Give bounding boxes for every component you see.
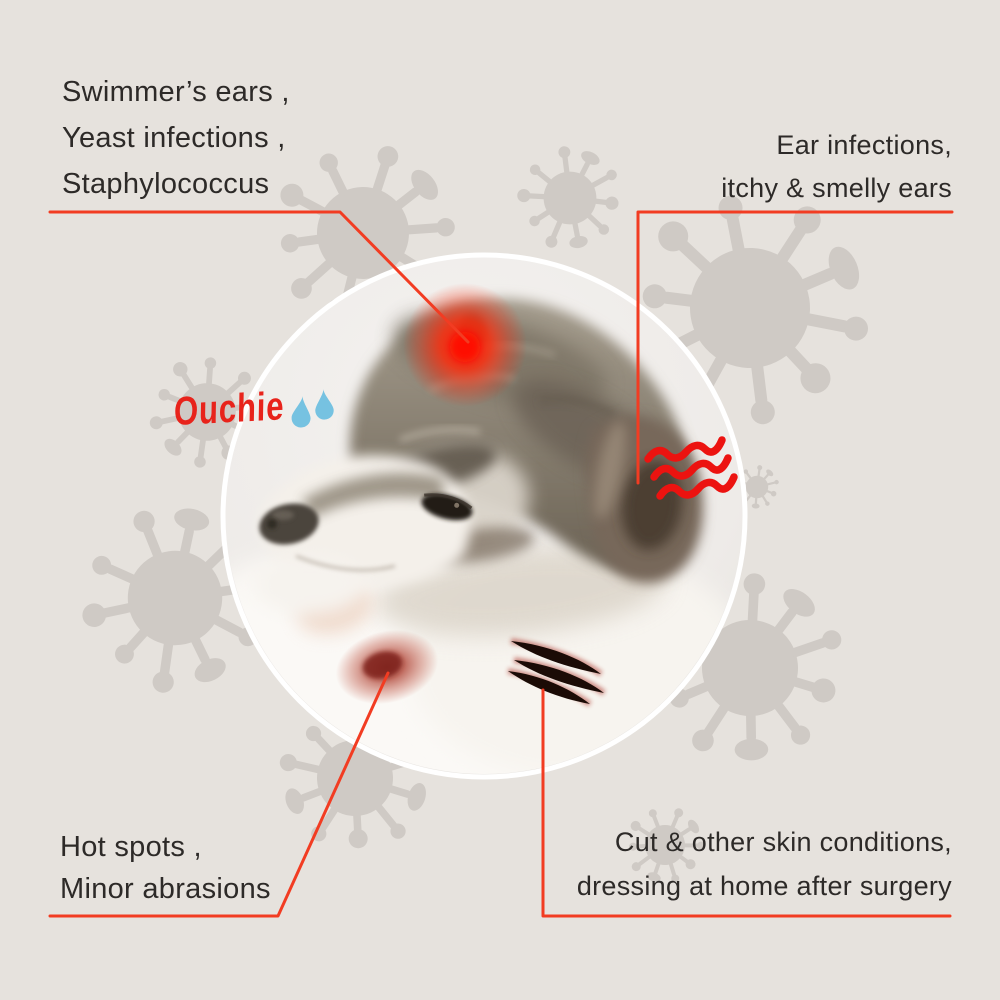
puppy-nose [259, 503, 319, 545]
annotation-line: itchy & smelly ears [721, 173, 952, 203]
ouchie-label: Ouchie [173, 384, 285, 435]
annotation-top-left: Swimmer’s ears , Yeast infections , Stap… [62, 69, 290, 207]
callout-line-bottom-left [48, 671, 390, 918]
annotation-line: Ear infections, [776, 130, 952, 160]
sore-spot-glow-icon [403, 283, 527, 407]
callout-line-bottom-right [541, 688, 952, 918]
annotation-line: Cut & other skin conditions, [614, 827, 952, 857]
annotation-top-right: Ear infections, itchy & smelly ears [721, 124, 952, 210]
hot-spot-icon [335, 629, 439, 705]
annotation-bottom-right: Cut & other skin conditions, dressing at… [577, 820, 952, 908]
callout-line-top-left [48, 210, 470, 344]
annotation-line: dressing at home after surgery [576, 871, 952, 901]
puppy-muzzle [255, 455, 470, 615]
scratch-marks-icon [507, 638, 606, 707]
annotation-line: Swimmer’s ears , [62, 76, 290, 108]
annotation-bottom-left: Hot spots , Minor abrasions [60, 826, 271, 910]
tear-drops-icon [291, 389, 334, 428]
callout-line-top-right [636, 210, 954, 485]
ear-irritation-waves-icon [644, 436, 738, 500]
puppy-eye [421, 493, 473, 521]
annotation-line: Hot spots , [60, 831, 202, 863]
annotation-line: Staphylococcus [62, 168, 270, 200]
annotation-line: Minor abrasions [60, 873, 271, 905]
annotation-line: Yeast infections , [62, 122, 286, 154]
